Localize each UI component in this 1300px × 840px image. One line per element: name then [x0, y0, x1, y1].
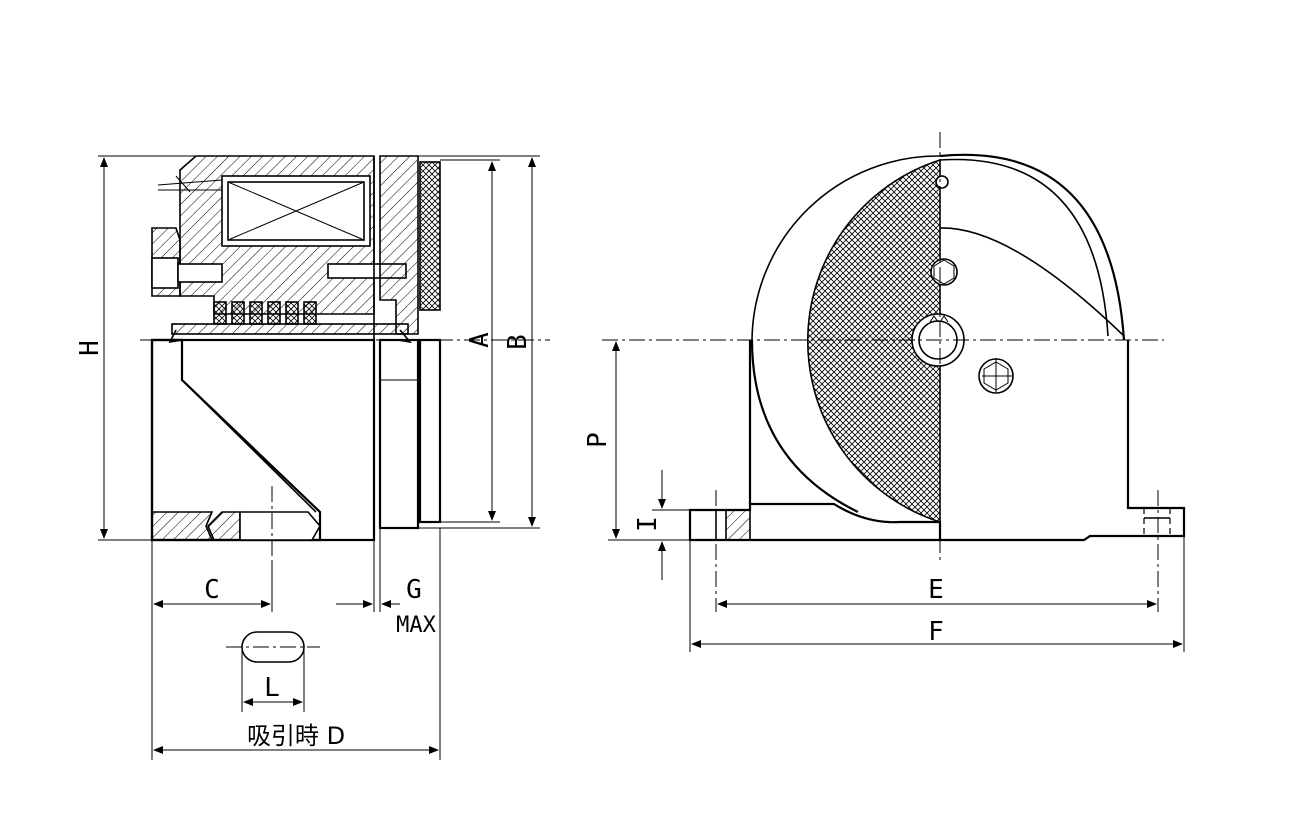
- dimension-labels: H A B C G MAX L 吸引時 D P I E F: [75, 332, 944, 750]
- label-A: A: [465, 332, 495, 348]
- label-I: I: [633, 516, 663, 532]
- label-E: E: [928, 575, 944, 605]
- label-B: B: [503, 334, 533, 350]
- label-F: F: [928, 617, 944, 647]
- right-front-view: [602, 132, 1186, 612]
- label-G-max: MAX: [396, 613, 436, 638]
- right-dimensions: [608, 341, 1185, 652]
- label-C: C: [204, 575, 220, 605]
- left-section-view: [140, 155, 550, 663]
- label-L: L: [264, 673, 280, 703]
- label-G: G: [406, 575, 422, 605]
- label-H: H: [75, 340, 105, 356]
- label-D: 吸引時 D: [247, 722, 345, 750]
- left-dimensions: [98, 155, 540, 760]
- label-P: P: [583, 432, 613, 448]
